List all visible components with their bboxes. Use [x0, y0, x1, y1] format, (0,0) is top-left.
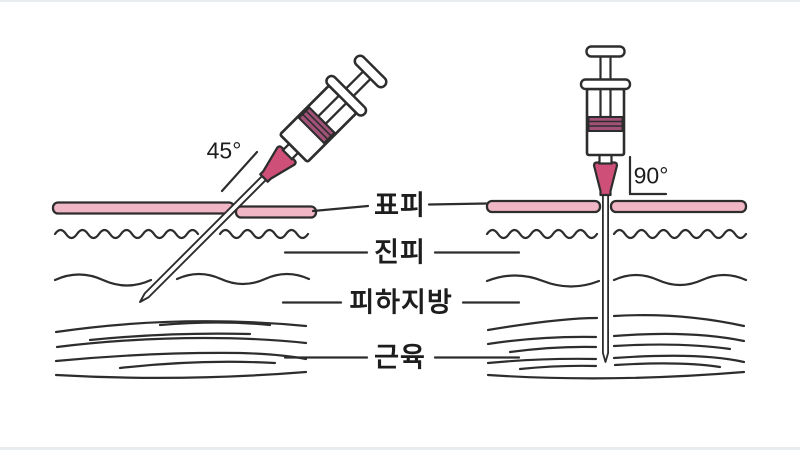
angle-45-tick	[220, 150, 259, 193]
dermis-wave-line	[53, 228, 200, 240]
bottom-edge-strip	[0, 447, 800, 450]
subcutaneous-wave-line	[175, 272, 311, 286]
angle-label-45: 45°	[206, 137, 242, 164]
subcutaneous-wave-line	[612, 273, 748, 287]
epidermis-band-right-2	[609, 199, 748, 214]
dermis-wave-line	[485, 228, 599, 240]
epidermis-band-left-sag	[234, 205, 318, 219]
leader-epidermis-left	[311, 204, 370, 213]
label-dermis: 진피	[374, 237, 426, 268]
top-edge-strip	[0, 0, 800, 2]
skin-layers-left	[51, 201, 318, 379]
label-subcutaneous-fat: 피하지방	[349, 287, 453, 318]
dermis-wave-line	[218, 228, 310, 240]
muscle-fibers-right	[486, 314, 746, 380]
leader-lines	[281, 202, 521, 359]
epidermis-band-left	[51, 201, 236, 215]
epidermis-band-right	[485, 199, 602, 214]
label-muscle: 근육	[374, 342, 426, 373]
skin-layers-right	[485, 199, 748, 380]
subcutaneous-wave-line	[53, 273, 153, 287]
label-epidermis: 표피	[374, 190, 426, 221]
angle-marks	[220, 150, 668, 196]
leader-epidermis-right	[427, 202, 489, 206]
muscle-fibers-left	[54, 320, 308, 379]
dermis-wave-line	[612, 228, 748, 240]
subcutaneous-wave-line	[485, 274, 601, 288]
angle-90-bracket	[628, 155, 668, 196]
left-syringe-45deg	[120, 48, 394, 322]
angle-label-90: 90°	[633, 162, 669, 189]
